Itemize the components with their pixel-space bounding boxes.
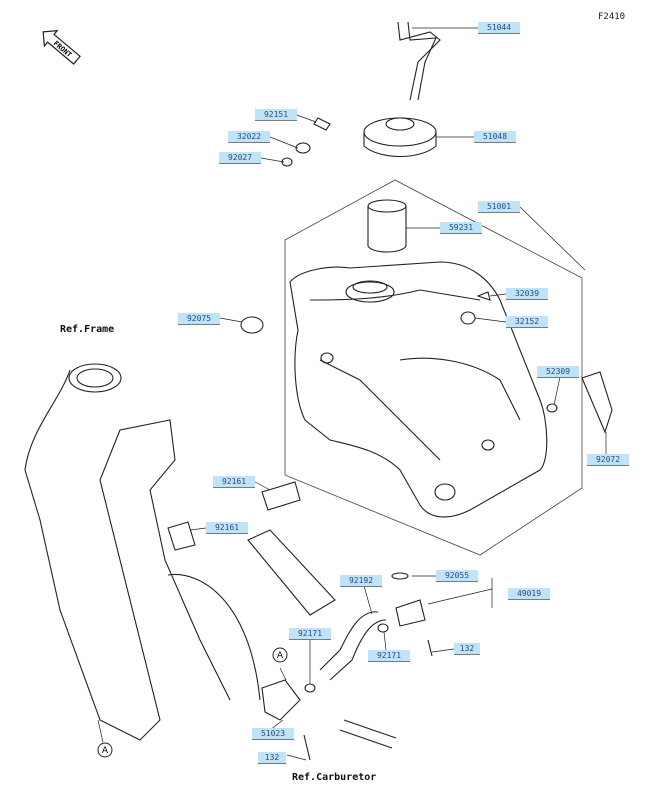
part-label-51001[interactable]: 51001 <box>478 201 520 213</box>
ref-carburetor-label: Ref.Carburetor <box>292 772 377 783</box>
part-label-49019[interactable]: 49019 <box>508 588 550 600</box>
strainer <box>367 206 407 253</box>
part-label-32022[interactable]: 32022 <box>228 131 270 143</box>
part-label-51048[interactable]: 51048 <box>474 131 516 143</box>
part-label-92161-top[interactable]: 92161 <box>213 476 255 488</box>
part-label-92027[interactable]: 92027 <box>219 152 261 164</box>
part-label-32039[interactable]: 32039 <box>506 288 548 300</box>
marker-a-bottom-text: A <box>102 746 109 756</box>
part-label-132-bottom[interactable]: 132 <box>258 752 286 764</box>
marker-a-bottom <box>97 742 113 758</box>
marker-a-top <box>272 647 288 663</box>
front-direction-badge: FRONT <box>34 24 86 68</box>
part-label-92171-right[interactable]: 92171 <box>368 650 410 662</box>
part-label-92192[interactable]: 92192 <box>340 575 382 587</box>
marker-a-top-text: A <box>277 651 284 661</box>
part-label-51023[interactable]: 51023 <box>252 728 294 740</box>
part-label-92151[interactable]: 92151 <box>255 109 297 121</box>
part-label-92161-bottom[interactable]: 92161 <box>206 522 248 534</box>
part-label-32152[interactable]: 32152 <box>506 316 548 328</box>
fuel-tank <box>289 261 548 518</box>
part-label-132-right[interactable]: 132 <box>454 643 480 655</box>
part-label-52309[interactable]: 52309 <box>537 366 579 378</box>
fuel-valve <box>395 599 426 627</box>
carburetor-tube <box>339 719 397 749</box>
frame <box>24 369 231 741</box>
figure-id: F2410 <box>598 12 626 22</box>
breather-hose <box>397 21 441 101</box>
filler-cap <box>363 117 437 147</box>
fuel-hose <box>319 611 379 671</box>
part-label-92171-left[interactable]: 92171 <box>289 628 331 640</box>
ref-frame-label: Ref.Frame <box>60 324 115 335</box>
part-label-92075[interactable]: 92075 <box>178 313 220 325</box>
part-label-92055[interactable]: 92055 <box>436 570 478 582</box>
part-label-59231[interactable]: 59231 <box>440 222 482 234</box>
part-label-92072[interactable]: 92072 <box>587 454 629 466</box>
part-label-51044[interactable]: 51044 <box>478 22 520 34</box>
